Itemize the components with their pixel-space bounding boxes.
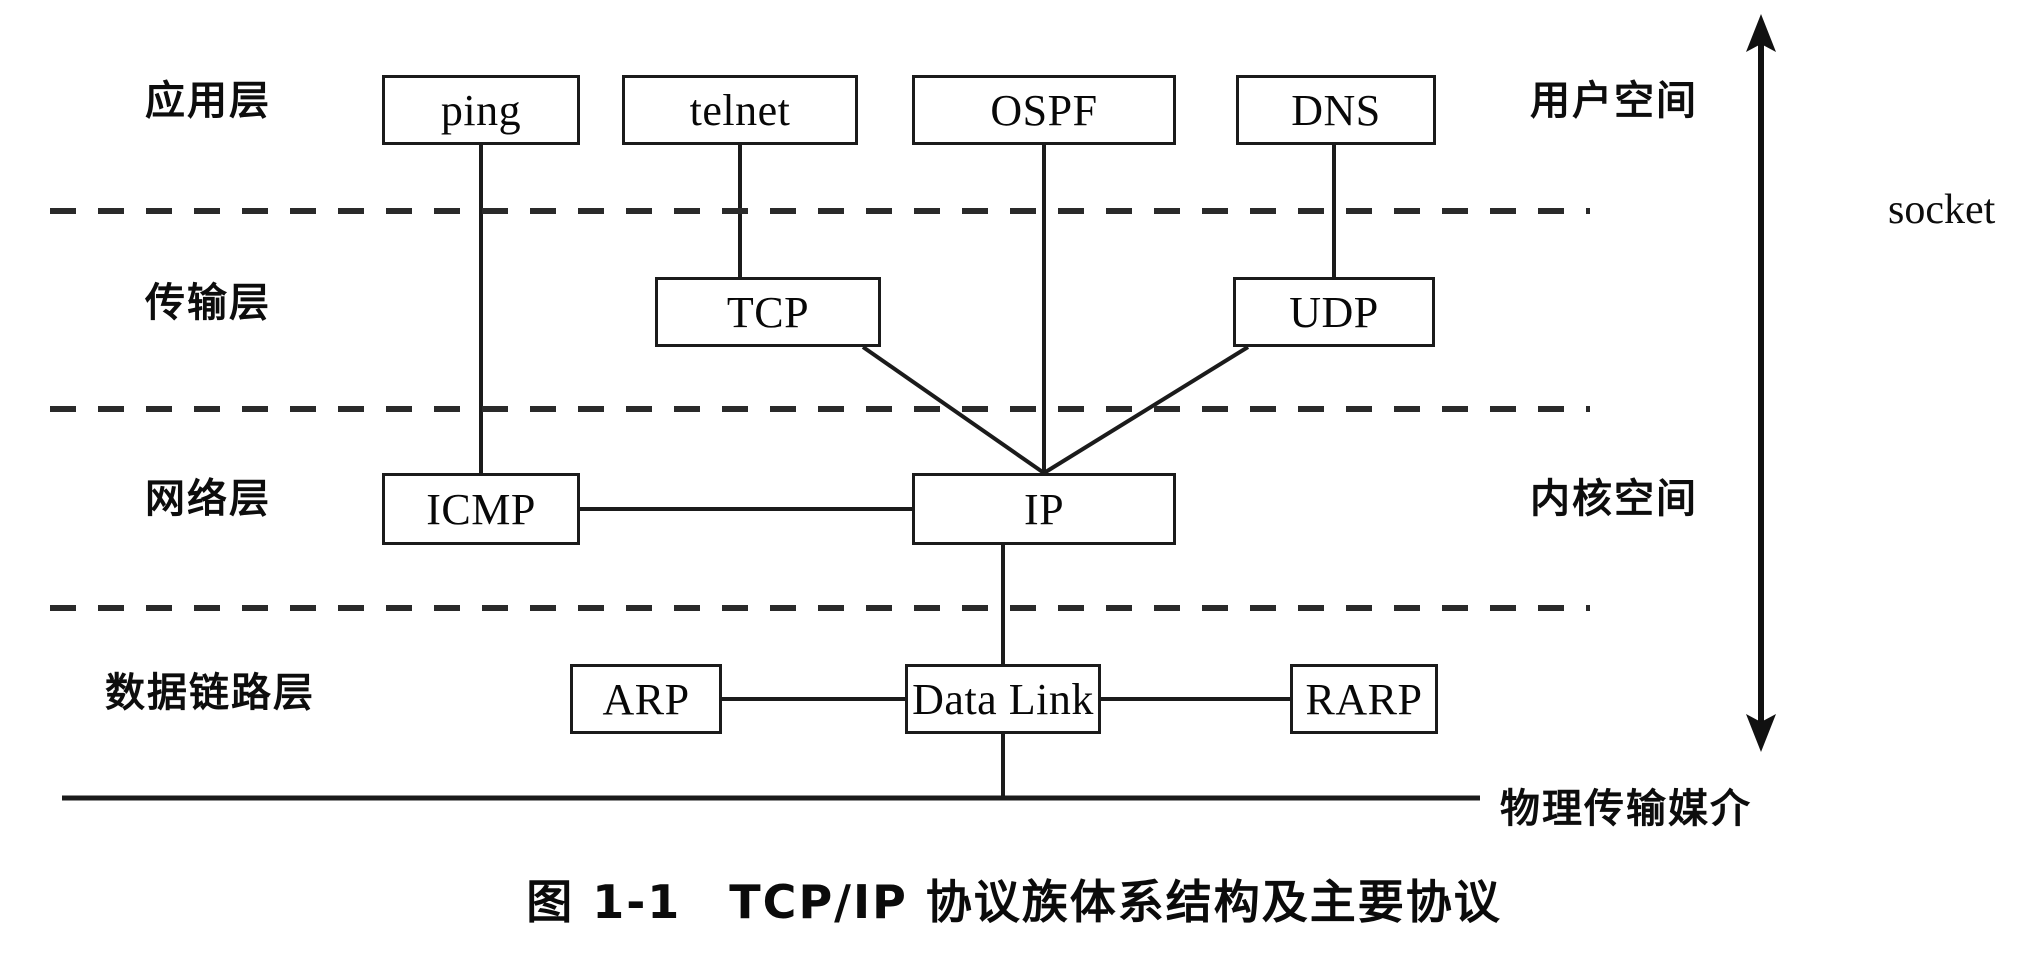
node-udp[interactable]: UDP — [1233, 277, 1435, 347]
node-tcp[interactable]: TCP — [655, 277, 881, 347]
node-ospf[interactable]: OSPF — [912, 75, 1176, 145]
edge-udp-ip — [1042, 345, 1250, 475]
node-arp[interactable]: ARP — [570, 664, 722, 734]
physical-medium-label: 物理传输媒介 — [1500, 786, 1752, 832]
node-telnet[interactable]: telnet — [622, 75, 858, 145]
layer-label-application: 应用层 — [145, 78, 271, 124]
node-icmp[interactable]: ICMP — [382, 473, 580, 545]
edge-tcp-ip — [861, 345, 1046, 475]
space-label-kernel: 内核空间 — [1530, 476, 1698, 522]
node-data-link[interactable]: Data Link — [905, 664, 1101, 734]
node-ping[interactable]: ping — [382, 75, 580, 145]
layer-label-datalink: 数据链路层 — [105, 670, 315, 716]
socket-boundary-label: socket — [1888, 187, 1996, 233]
node-ip[interactable]: IP — [912, 473, 1176, 545]
space-label-user: 用户空间 — [1530, 78, 1698, 124]
node-dns[interactable]: DNS — [1236, 75, 1436, 145]
figure-caption: 图 1-1 TCP/IP 协议族体系结构及主要协议 — [526, 875, 1502, 929]
node-rarp[interactable]: RARP — [1290, 664, 1438, 734]
layer-label-network: 网络层 — [145, 476, 271, 522]
space-span-arrow — [1746, 14, 1776, 752]
layer-label-transport: 传输层 — [145, 280, 271, 326]
